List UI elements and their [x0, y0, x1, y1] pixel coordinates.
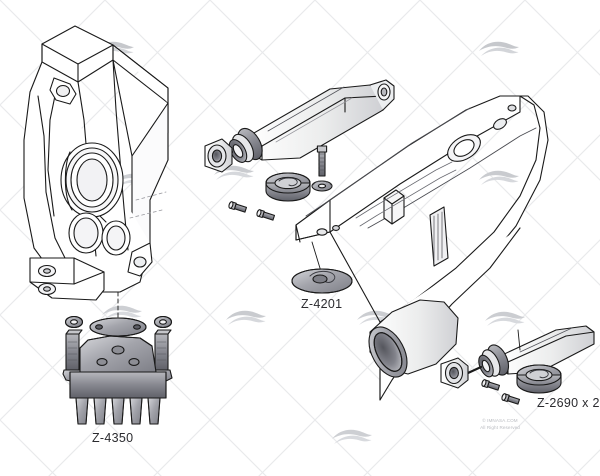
part-transom-bracket — [23, 25, 169, 301]
copyright-line-2: All Right Reserved — [480, 425, 520, 431]
part-label-z2690: Z-2690 x 2 — [537, 396, 600, 410]
part-label-z4201: Z-4201 — [301, 297, 343, 311]
part-collar-anode-upper — [265, 172, 311, 202]
part-trim-cylinder-upper — [204, 79, 395, 173]
part-fasteners-lower-right — [481, 379, 521, 405]
copyright-line-1: © IMNASA.COM — [482, 418, 518, 423]
part-collar-anode-lower — [516, 364, 562, 394]
part-anode-plate-assembly — [62, 291, 173, 425]
part-label-z4350: Z-4350 — [92, 431, 134, 445]
copyright-watermark: © IMNASA.COM All Right Reserved — [470, 417, 530, 431]
part-trim-tab-anode — [291, 268, 353, 294]
